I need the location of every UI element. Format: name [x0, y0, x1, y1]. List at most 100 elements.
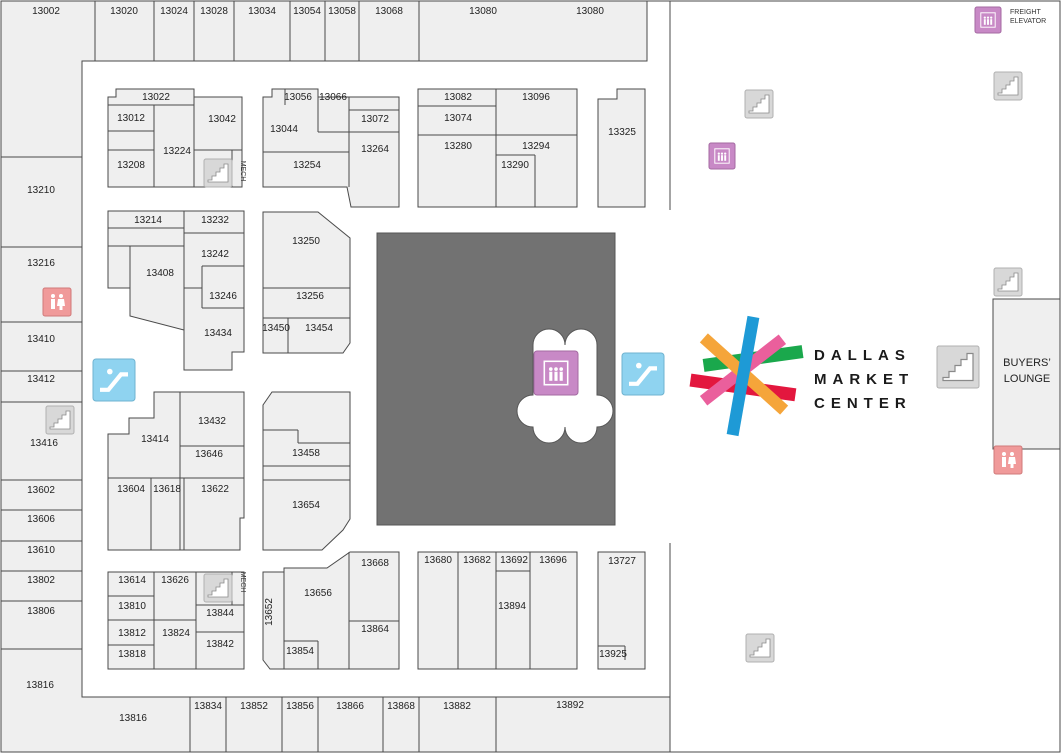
room-13068[interactable]: [358, 0, 420, 62]
room-label: 13072: [361, 114, 389, 125]
elevator-icon[interactable]: [974, 6, 1002, 34]
room-label: 13692: [500, 555, 528, 566]
room-label: 13416: [30, 438, 58, 449]
room-label: 13656: [304, 588, 332, 599]
room-13080[interactable]: [418, 0, 648, 62]
room-label: 13012: [117, 113, 145, 124]
room-label: 13844: [206, 608, 234, 619]
room-label: 13224: [163, 146, 191, 157]
mech-label: MECH: [239, 161, 246, 182]
room-13410[interactable]: [0, 321, 83, 372]
room-label: 13080: [576, 6, 604, 17]
room-13028[interactable]: [193, 0, 235, 62]
escalator-icon[interactable]: [92, 358, 136, 402]
stairs-icon[interactable]: [203, 158, 233, 188]
brand-line-2: MARKET: [814, 371, 914, 388]
room-label: 13450: [262, 323, 290, 334]
room-label: 13254: [293, 160, 321, 171]
room-label: 13864: [361, 624, 389, 635]
room-label: 13882: [443, 701, 471, 712]
room-label: 13602: [27, 485, 55, 496]
room-label: 13606: [27, 514, 55, 525]
room-13602[interactable]: [0, 479, 83, 511]
elevator-icon[interactable]: [533, 350, 579, 396]
room-label: 13250: [292, 236, 320, 247]
room-13054[interactable]: [289, 0, 326, 62]
dallas-market-center-logo: DALLAS MARKET CENTER: [689, 315, 914, 437]
block-13082[interactable]: [417, 88, 578, 208]
room-13856[interactable]: [281, 696, 319, 753]
room-label: 13696: [539, 555, 567, 566]
block-13044[interactable]: [262, 88, 400, 208]
brand-line-1: DALLAS: [814, 347, 911, 364]
buyers-lounge[interactable]: [992, 298, 1061, 450]
block-13727[interactable]: [597, 551, 646, 670]
stairs-icon[interactable]: [45, 405, 75, 435]
room-label: 13680: [424, 555, 452, 566]
room-13606[interactable]: [0, 509, 83, 542]
room-label: 13654: [292, 500, 320, 511]
room-13852[interactable]: [225, 696, 283, 753]
block-13656[interactable]: [262, 551, 400, 670]
stairs-icon[interactable]: [745, 633, 775, 663]
stairs-icon[interactable]: [993, 267, 1023, 297]
room-13412[interactable]: [0, 370, 83, 403]
room-13802[interactable]: [0, 570, 83, 602]
room-label: 13818: [118, 649, 146, 660]
room-13325[interactable]: [597, 88, 646, 208]
room-label: 13325: [608, 127, 636, 138]
room-label: 13082: [444, 92, 472, 103]
elevator-icon[interactable]: [708, 142, 736, 170]
room-label: 13854: [286, 646, 314, 657]
room-13882[interactable]: [418, 696, 497, 753]
room-label: 13066: [319, 92, 347, 103]
room-label: 13042: [208, 114, 236, 125]
room-13002[interactable]: [0, 0, 96, 158]
stairs-icon[interactable]: [203, 573, 233, 603]
room-label: 13668: [361, 558, 389, 569]
restroom-icon[interactable]: [42, 287, 72, 317]
room-label: 13044: [270, 124, 298, 135]
room-label: 13246: [209, 291, 237, 302]
room-label: 13622: [201, 484, 229, 495]
room-13020[interactable]: [94, 0, 155, 62]
room-label: 13866: [336, 701, 364, 712]
room-13866[interactable]: [317, 696, 384, 753]
room-label: 13604: [117, 484, 145, 495]
room-label: 13074: [444, 113, 472, 124]
room-13610[interactable]: [0, 540, 83, 572]
room-label: 13646: [195, 449, 223, 460]
stairs-icon[interactable]: [744, 89, 774, 119]
restroom-icon[interactable]: [993, 445, 1023, 475]
room-label: 13264: [361, 144, 389, 155]
block-13414[interactable]: [107, 391, 245, 551]
block-13456[interactable]: [262, 391, 351, 551]
room-label: 13834: [194, 701, 222, 712]
room-label: 13034: [248, 6, 276, 17]
stairs-icon[interactable]: [993, 71, 1023, 101]
room-label: 13216: [27, 258, 55, 269]
escalator-icon[interactable]: [621, 352, 665, 396]
room-label: 13208: [117, 160, 145, 171]
room-13892[interactable]: [495, 696, 671, 753]
room-13058[interactable]: [324, 0, 360, 62]
freight-elevator-label-2: ELEVATOR: [1010, 18, 1046, 25]
brand-line-3: CENTER: [814, 395, 912, 412]
room-label: 13812: [118, 628, 146, 639]
room-label: 13290: [501, 160, 529, 171]
room-label: 13096: [522, 92, 550, 103]
room-13210[interactable]: [0, 156, 83, 248]
room-label: 13054: [293, 6, 321, 17]
room-label: 13232: [201, 215, 229, 226]
room-label: 13256: [296, 291, 324, 302]
freight-elevator-label-1: FREIGHT: [1010, 9, 1041, 16]
room-13034[interactable]: [233, 0, 291, 62]
room-label: 13816: [119, 713, 147, 724]
room-label: 13610: [27, 545, 55, 556]
stairs-icon[interactable]: [936, 345, 980, 389]
room-label: 13806: [27, 606, 55, 617]
room-label: 13068: [375, 6, 403, 17]
room-label: 13727: [608, 556, 636, 567]
room-label: 13802: [27, 575, 55, 586]
